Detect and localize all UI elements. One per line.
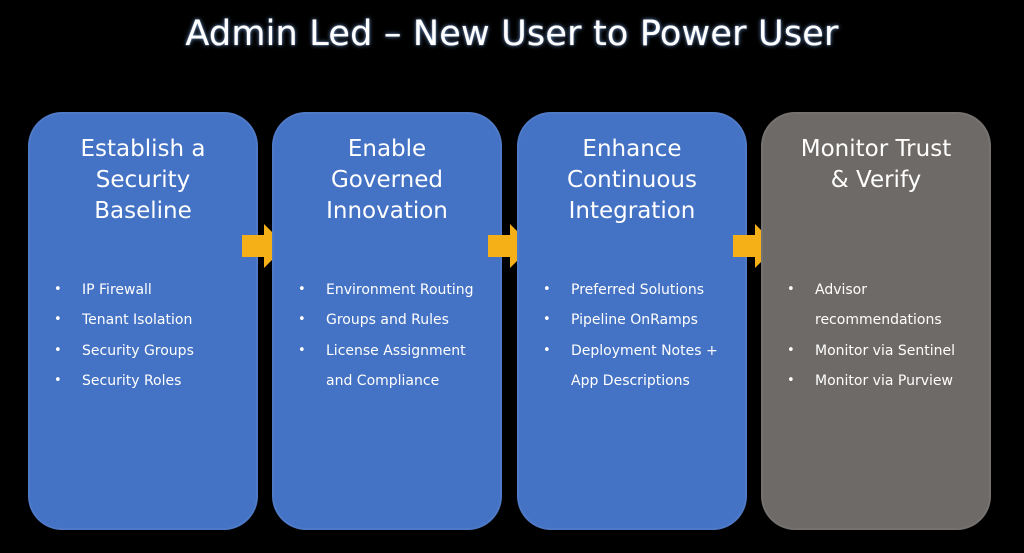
list-item-text: recommendations [815,312,942,329]
stage-heading-line: Governed [330,167,444,193]
list-item-text: Environment Routing [326,282,474,298]
stage-heading: Establish a Security Baseline [28,134,258,227]
list-item-text: Monitor via Sentinel [815,342,955,359]
stage-bullet-list: IP Firewall Tenant Isolation Security Gr… [54,275,254,396]
list-item: IP Firewall [54,275,254,306]
stage-heading-line: Establish a [80,136,206,162]
stage-heading-line: Monitor Trust [800,136,952,162]
list-item: License Assignment and Compliance [298,336,498,397]
stage-bullet-list: Environment Routing Groups and Rules Lic… [298,275,498,396]
stage-card-security-baseline: Establish a Security Baseline IP Firewal… [28,112,258,530]
list-item-text: and Compliance [326,372,440,389]
stage-heading-line: Enhance [582,136,682,162]
list-item-text: Security Roles [82,372,182,389]
stage-heading: Enhance Continuous Integration [517,134,747,227]
list-item-text: License Assignment [326,342,466,359]
list-item-text: Preferred Solutions [571,282,705,298]
list-item-text: IP Firewall [82,282,152,298]
list-item-text: Security Groups [82,342,194,359]
stage-card-monitor-trust: Monitor Trust & Verify Advisor recommenda… [761,112,991,530]
stage-heading-line: Continuous [567,167,697,193]
list-item: Security Groups [54,336,254,367]
stage-heading: Enable Governed Innovation [272,134,502,227]
list-item-text: Monitor via Purview [815,372,953,389]
list-item: Environment Routing [298,275,498,306]
list-item: Preferred Solutions [543,275,743,306]
stage-heading: Monitor Trust & Verify [761,134,991,196]
stage-heading-line: Innovation [326,198,448,224]
stage-heading-line: Enable [347,136,427,162]
list-item-text: Deployment Notes + [571,342,718,359]
list-item-text: Advisor [815,282,868,298]
list-item-text: App Descriptions [571,372,690,389]
list-item-text: Tenant Isolation [82,312,193,329]
list-item-text: Pipeline OnRamps [571,312,698,329]
stage-bullet-list: Advisor recommendations Monitor via Senti… [787,275,987,396]
stage-heading-line: & Verify [830,167,922,193]
stage-heading-line: Integration [568,198,696,224]
stage-bullet-list: Preferred Solutions Pipeline OnRamps Dep… [543,275,743,396]
page-title: Admin Led – New User to Power User [185,14,839,54]
list-item: Advisor recommendations [787,275,987,336]
list-item: Deployment Notes + App Descriptions [543,336,743,397]
list-item: Monitor via Purview [787,366,987,397]
list-item: Monitor via Sentinel [787,336,987,367]
list-item: Groups and Rules [298,305,498,336]
stage-card-governed-innovation: Enable Governed Innovation Environment R… [272,112,502,530]
list-item: Pipeline OnRamps [543,305,743,336]
list-item-text: Groups and Rules [326,312,449,329]
stage-heading-line: Security [95,167,191,193]
stage-card-continuous-integration: Enhance Continuous Integration Preferred… [517,112,747,530]
stage-heading-line: Baseline [94,198,192,224]
list-item: Security Roles [54,366,254,397]
list-item: Tenant Isolation [54,305,254,336]
